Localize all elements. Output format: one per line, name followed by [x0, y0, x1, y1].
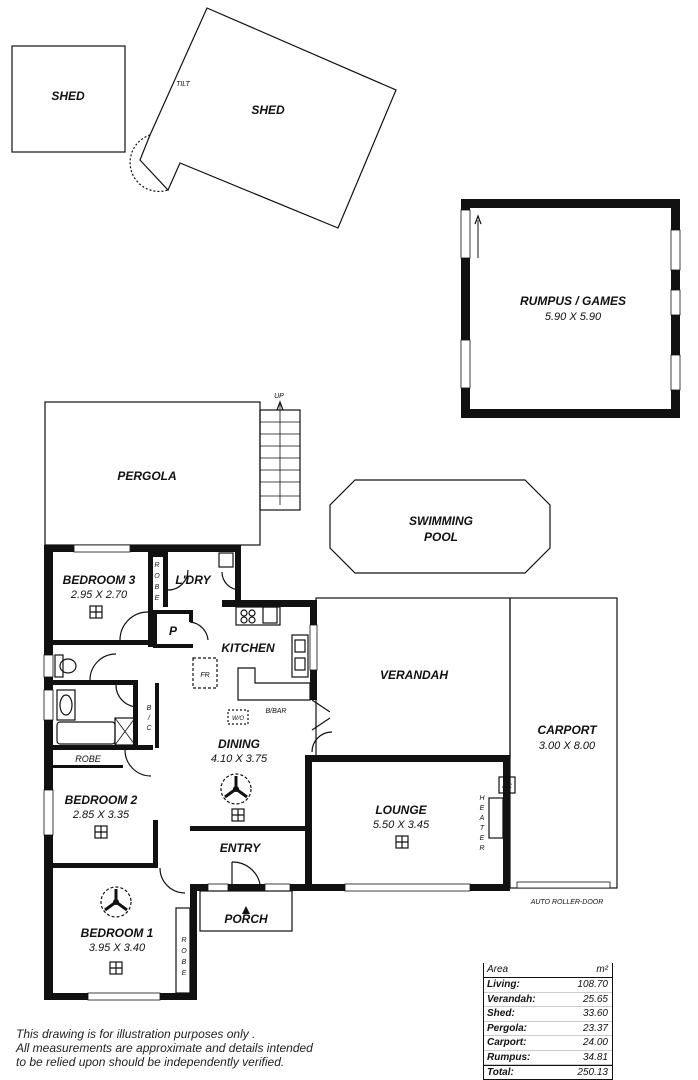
- bedroom3-dims: 2.95 X 2.70: [70, 589, 128, 601]
- dining-label: DINING: [218, 737, 260, 751]
- robe-b1-label: R O B E: [181, 937, 187, 977]
- disclaimer: This drawing is for illustration purpose…: [16, 1027, 376, 1069]
- svg-text:H: H: [479, 795, 485, 802]
- pergola-label: PERGOLA: [117, 469, 176, 483]
- bedroom3-label: BEDROOM 3: [63, 573, 136, 587]
- area-header-label: Area: [487, 964, 509, 975]
- carport-label: CARPORT: [537, 723, 598, 737]
- area-table-header: Area m²: [484, 963, 612, 978]
- verandah: VERANDAH: [315, 597, 511, 759]
- house-walls: [43, 544, 510, 1001]
- svg-text:B: B: [155, 584, 160, 591]
- ceiling-fans: [100, 773, 252, 918]
- shed-large-label: SHED: [251, 103, 285, 117]
- svg-text:A: A: [479, 815, 485, 822]
- rumpus-dims: 5.90 X 5.90: [545, 311, 602, 323]
- area-table: Area m² Living:108.70 Verandah:25.65 She…: [483, 963, 613, 1080]
- robe-b2-label: ROBE: [75, 754, 102, 764]
- lounge-dims: 5.50 X 3.45: [373, 819, 430, 831]
- fridge-label: FR: [200, 672, 209, 679]
- pantry-label: P: [169, 624, 178, 638]
- robe-b3-label: R O B E: [154, 562, 160, 602]
- carport: CARPORT 3.00 X 8.00 AUTO ROLLER-DOOR: [509, 597, 618, 906]
- kitchen-label: KITCHEN: [221, 641, 275, 655]
- svg-text:C: C: [146, 725, 152, 732]
- area-row: Living:108.70: [484, 978, 612, 993]
- pool-label-2: POOL: [424, 530, 458, 544]
- svg-text:/: /: [147, 715, 151, 722]
- svg-text:E: E: [155, 595, 160, 602]
- rumpus-room: RUMPUS / GAMES 5.90 X 5.90: [460, 199, 681, 418]
- shed-small-label: SHED: [51, 89, 85, 103]
- svg-text:E: E: [182, 970, 187, 977]
- area-row: Pergola:23.37: [484, 1022, 612, 1036]
- svg-text:E: E: [480, 835, 485, 842]
- shed-large: SHED TILT: [129, 7, 397, 229]
- laundry-label: L'DRY: [175, 573, 211, 587]
- bedroom2-dims: 2.85 X 3.35: [72, 809, 130, 821]
- area-unit-label: m²: [596, 964, 608, 975]
- bedroom1-label: BEDROOM 1: [81, 926, 154, 940]
- svg-text:R: R: [154, 562, 159, 569]
- bic-label: B / C: [146, 705, 152, 732]
- stairs: UP: [259, 393, 301, 511]
- carport-dims: 3.00 X 8.00: [539, 740, 596, 752]
- verandah-label: VERANDAH: [380, 668, 448, 682]
- svg-text:B: B: [182, 959, 187, 966]
- disclaimer-line: All measurements are approximate and det…: [16, 1041, 313, 1055]
- area-row: Verandah:25.65: [484, 993, 612, 1007]
- pergola: PERGOLA: [44, 401, 261, 546]
- area-row: Shed:33.60: [484, 1007, 612, 1022]
- disclaimer-line: This drawing is for illustration purpose…: [16, 1027, 256, 1041]
- swimming-pool: SWIMMING POOL: [329, 479, 551, 574]
- ac-label: A/C: [501, 784, 513, 790]
- svg-text:R: R: [181, 937, 186, 944]
- svg-text:T: T: [480, 825, 485, 832]
- heater-label: H E A T E R: [479, 795, 486, 852]
- tilt-label: TILT: [176, 81, 191, 88]
- dining-dims: 4.10 X 3.75: [211, 753, 268, 765]
- wo-label: W/O: [232, 716, 244, 722]
- interior-walls: [53, 552, 305, 994]
- svg-text:O: O: [154, 573, 160, 580]
- doors: [89, 569, 333, 914]
- light-fittings: [89, 605, 409, 975]
- pool-label-1: SWIMMING: [409, 514, 473, 528]
- svg-text:E: E: [480, 805, 485, 812]
- bedroom2-label: BEDROOM 2: [65, 793, 138, 807]
- svg-text:B: B: [147, 705, 152, 712]
- area-row: Carport:24.00: [484, 1036, 612, 1051]
- area-row: Rumpus:34.81: [484, 1051, 612, 1065]
- lounge-label: LOUNGE: [375, 803, 427, 817]
- stairs-up-label: UP: [274, 393, 284, 400]
- disclaimer-line: to be relied upon should be independentl…: [16, 1055, 285, 1069]
- svg-text:O: O: [181, 948, 187, 955]
- entry-label: ENTRY: [220, 841, 261, 855]
- bbar-label: B/BAR: [265, 708, 286, 715]
- bedroom1-dims: 3.95 X 3.40: [89, 942, 146, 954]
- area-total-row: Total: 250.13: [484, 1065, 612, 1080]
- svg-text:R: R: [479, 845, 484, 852]
- rumpus-label: RUMPUS / GAMES: [520, 294, 626, 308]
- fixtures: FR W/O: [54, 552, 516, 839]
- porch-label: PORCH: [224, 912, 268, 926]
- shed-small: SHED: [11, 45, 126, 153]
- roller-door-label: AUTO ROLLER-DOOR: [530, 899, 604, 906]
